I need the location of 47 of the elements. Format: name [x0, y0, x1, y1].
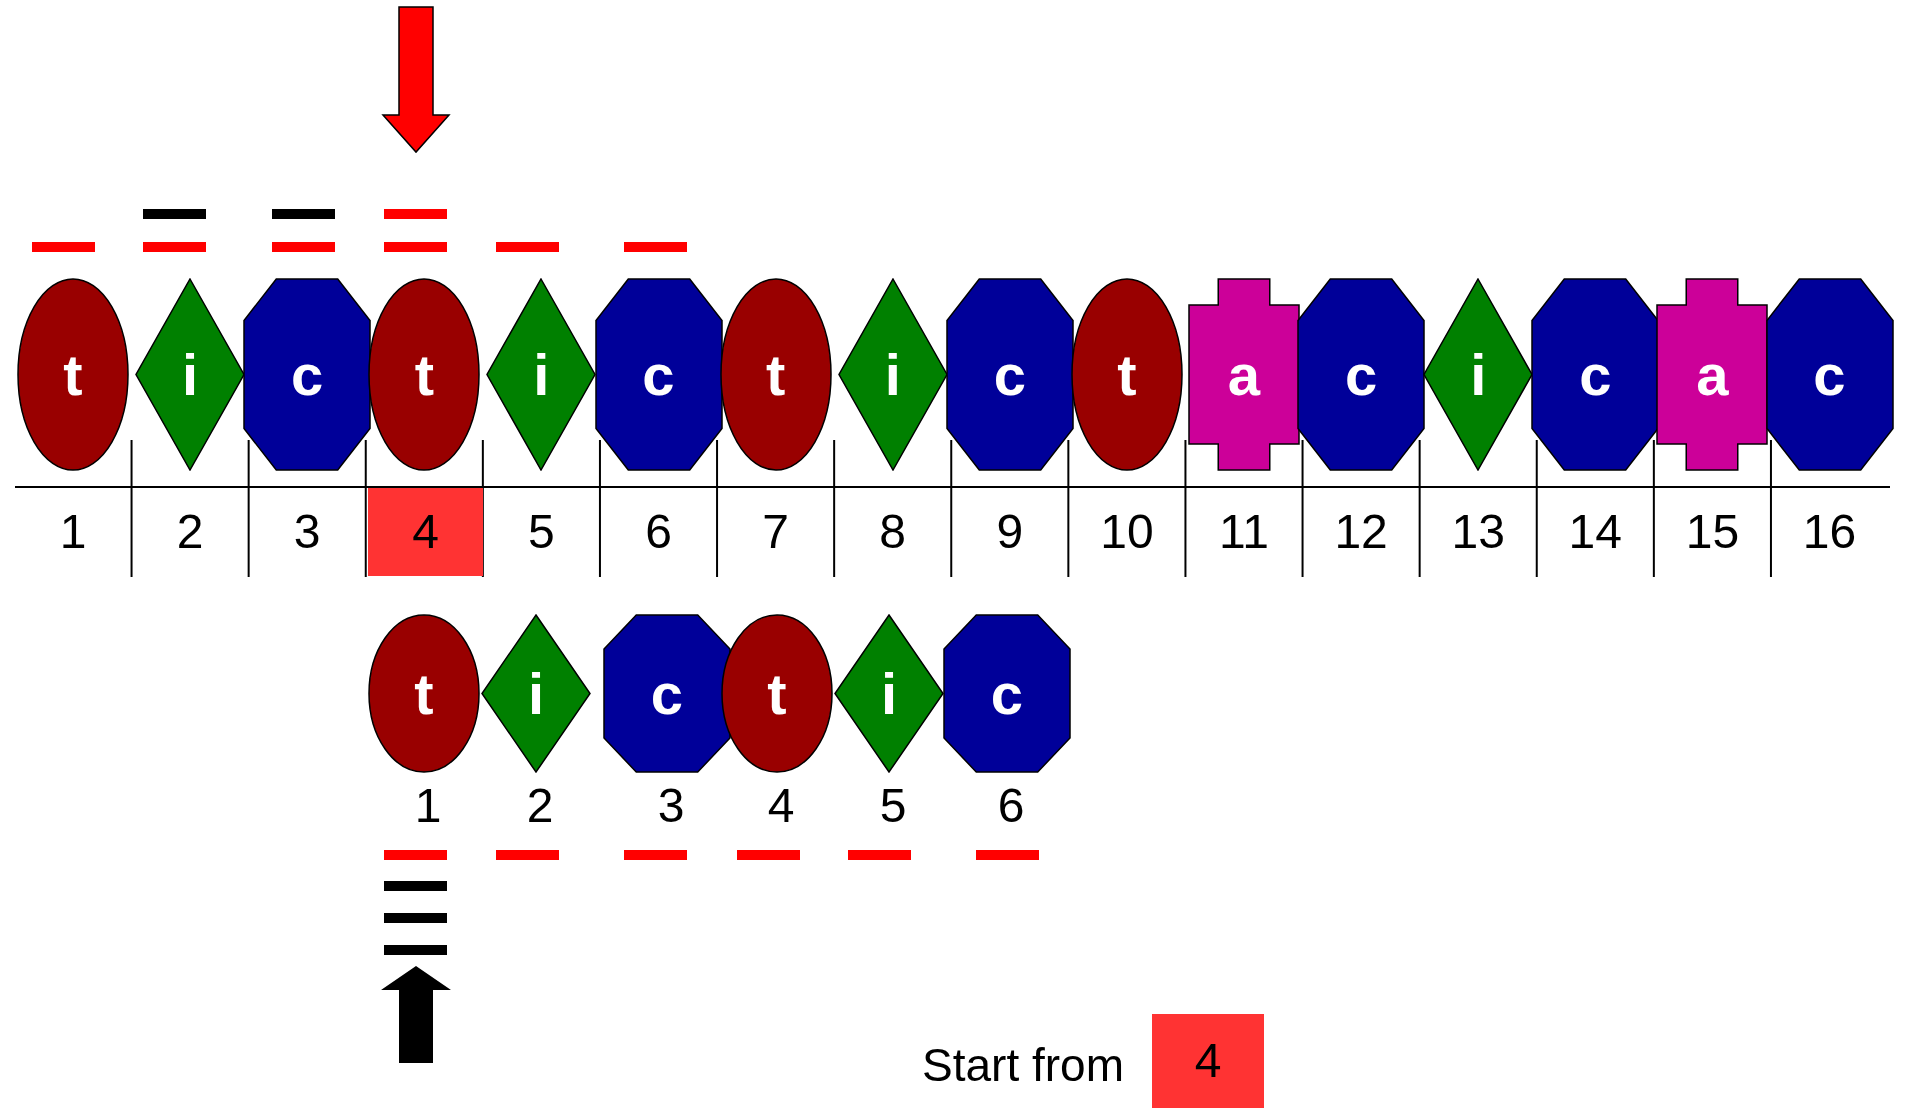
- position-number: 16: [1801, 508, 1858, 556]
- token-letter: c: [290, 345, 325, 404]
- position-number: 10: [1099, 508, 1155, 556]
- position-number: 14: [1567, 508, 1623, 556]
- highlighted-cell: [368, 488, 483, 576]
- token-letter: c: [1812, 345, 1847, 404]
- position-number: 13: [1450, 508, 1506, 556]
- token-letter: i: [1469, 345, 1488, 404]
- token-letter: a: [1695, 345, 1730, 404]
- position-number: 2: [175, 508, 205, 556]
- position-number: 1: [58, 508, 88, 556]
- token-letter: t: [62, 345, 84, 404]
- position-number: 3: [656, 782, 686, 830]
- position-number: 8: [878, 508, 908, 556]
- token-letter: c: [989, 664, 1025, 723]
- token-letter: c: [641, 345, 676, 404]
- position-number: 2: [525, 782, 555, 830]
- position-number: 7: [761, 508, 790, 556]
- position-number: 4: [766, 782, 796, 830]
- position-number: 6: [644, 508, 673, 556]
- position-number: 5: [527, 508, 556, 556]
- token-letter: a: [1226, 345, 1262, 404]
- token-letter: c: [1578, 345, 1613, 404]
- token-letter: t: [413, 345, 435, 404]
- position-number: 6: [996, 782, 1026, 830]
- token-letter: i: [883, 345, 902, 404]
- token-letter: i: [879, 664, 899, 723]
- token-letter: t: [764, 345, 787, 404]
- position-number: 1: [413, 782, 443, 830]
- position-number: 9: [995, 508, 1025, 556]
- position-number: 12: [1333, 508, 1389, 556]
- token-letter: c: [649, 664, 685, 723]
- position-number: 11: [1218, 508, 1270, 556]
- position-number: 5: [878, 782, 908, 830]
- token-letter: c: [992, 345, 1027, 404]
- position-number: 15: [1684, 508, 1741, 556]
- token-letter: i: [532, 345, 551, 404]
- token-letter: i: [181, 345, 200, 404]
- token-letter: t: [413, 664, 435, 723]
- token-letter: c: [1343, 345, 1379, 404]
- cell-number: 4: [1193, 1037, 1223, 1085]
- token-letter: i: [526, 664, 546, 723]
- token-letter: t: [766, 664, 788, 723]
- token-letter: t: [1116, 345, 1138, 404]
- cell-number: 4: [411, 508, 440, 556]
- position-number: 3: [292, 508, 322, 556]
- caption-text: Start from: [922, 1041, 1124, 1088]
